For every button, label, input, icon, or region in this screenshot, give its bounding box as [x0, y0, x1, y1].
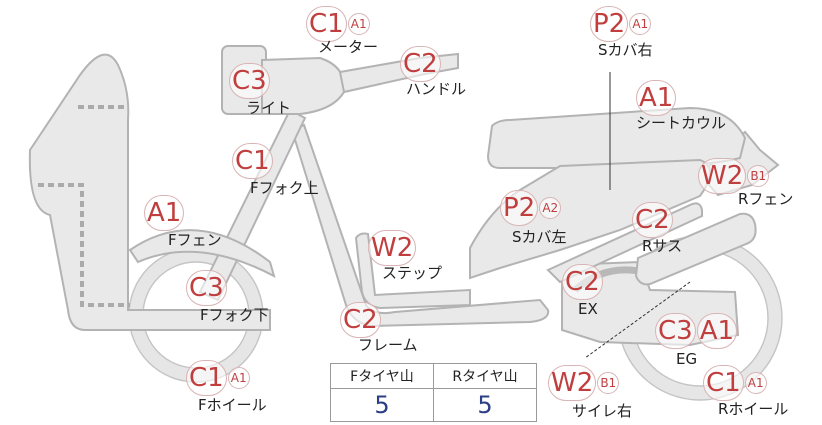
grade-f-fork-lower: C3	[186, 270, 227, 306]
grade-r-fender-primary: W2	[698, 158, 747, 194]
grade-s-cover-left-primary: P2	[500, 190, 539, 226]
grade-f-fork-upper: C1	[232, 143, 273, 179]
label-seat-cowl: シートカウル	[636, 114, 727, 132]
label-step: ステップ	[382, 264, 443, 282]
grade-f-fender-primary: A1	[144, 195, 185, 231]
grade-f-fender: A1	[144, 195, 185, 231]
grade-seat-cowl-primary: A1	[636, 80, 677, 116]
label-exhaust: EX	[578, 300, 598, 318]
grade-r-wheel-secondary: A1	[744, 372, 767, 394]
seat-cowl-shape	[486, 106, 747, 169]
front-tread-header: Fタイヤ山	[330, 363, 434, 389]
label-s-cover-right: Sカバ右	[598, 41, 653, 59]
label-muffler-right: サイレ右	[572, 402, 633, 420]
tire-tread-header-row: Fタイヤ山 Rタイヤ山	[330, 363, 537, 389]
grade-s-cover-right-primary: P2	[590, 6, 629, 42]
grade-frame-primary: C2	[340, 302, 381, 338]
label-f-fork-lower: Fフォク下	[200, 306, 269, 324]
grade-light-primary: C3	[229, 63, 270, 99]
grade-f-wheel-secondary: A1	[227, 367, 250, 389]
grade-f-wheel: C1 A1	[186, 360, 250, 396]
grade-meter: C1 A1	[306, 6, 370, 42]
label-f-wheel: Fホイール	[198, 396, 267, 414]
grade-s-cover-left-secondary: A2	[539, 197, 562, 219]
grade-s-cover-right: P2 A1	[590, 6, 652, 42]
grade-r-wheel: C1 A1	[703, 365, 767, 401]
grade-light: C3	[229, 63, 270, 99]
grade-r-fender-secondary: B1	[747, 165, 770, 187]
grade-muffler-right-secondary: B1	[597, 372, 620, 394]
grade-handle-primary: C2	[400, 46, 441, 82]
grade-exhaust: C2	[562, 264, 603, 300]
tire-tread-table: Fタイヤ山 Rタイヤ山 5 5	[330, 363, 537, 422]
grade-r-suspension: C2	[632, 202, 673, 238]
rear-tread-value: 5	[433, 388, 537, 422]
grade-frame: C2	[340, 302, 381, 338]
grade-engine-primary: C3	[655, 313, 696, 349]
rear-tread-header: Rタイヤ山	[433, 363, 537, 389]
grade-step: W2	[368, 230, 417, 266]
grade-muffler-right: W2 B1	[548, 365, 620, 401]
label-s-cover-left: Sカバ左	[512, 228, 567, 246]
grade-meter-secondary: A1	[347, 13, 370, 35]
grade-muffler-right-primary: W2	[548, 365, 597, 401]
label-frame: フレーム	[358, 336, 418, 354]
grade-handle: C2	[400, 46, 441, 82]
front-fender-shape	[128, 229, 276, 278]
label-f-fork-upper: Fフォク上	[250, 179, 319, 197]
label-light: ライト	[246, 99, 292, 117]
label-r-wheel: Rホイール	[718, 400, 789, 418]
grade-s-cover-left: P2 A2	[500, 190, 562, 226]
label-engine: EG	[676, 350, 698, 368]
grade-f-fork-lower-primary: C3	[186, 270, 227, 306]
tire-tread-value-row: 5 5	[330, 388, 537, 422]
grade-r-wheel-primary: C1	[703, 365, 744, 401]
grade-f-wheel-primary: C1	[186, 360, 227, 396]
leg-shield-seam	[38, 105, 130, 307]
grade-seat-cowl: A1	[636, 80, 677, 116]
rear-suspension-shape	[634, 212, 757, 286]
grade-engine: C3 A1	[655, 313, 738, 349]
leg-shield-shape	[28, 53, 271, 331]
label-r-suspension: Rサス	[642, 237, 683, 255]
grade-exhaust-primary: C2	[562, 264, 603, 300]
label-handle: ハンドル	[406, 80, 467, 98]
label-f-fender: Fフェン	[168, 231, 222, 249]
grade-f-fork-upper-primary: C1	[232, 143, 273, 179]
grade-engine-secondary: A1	[696, 313, 738, 349]
leader-line-muffler	[584, 281, 691, 359]
front-tread-value: 5	[330, 388, 434, 422]
grade-r-suspension-primary: C2	[632, 202, 673, 238]
grade-r-fender: W2 B1	[698, 158, 770, 194]
label-r-fender: Rフェン	[738, 190, 794, 208]
grade-s-cover-right-secondary: A1	[629, 13, 652, 35]
grade-step-primary: W2	[368, 230, 417, 266]
grade-meter-primary: C1	[306, 6, 347, 42]
label-meter: メーター	[318, 38, 379, 56]
